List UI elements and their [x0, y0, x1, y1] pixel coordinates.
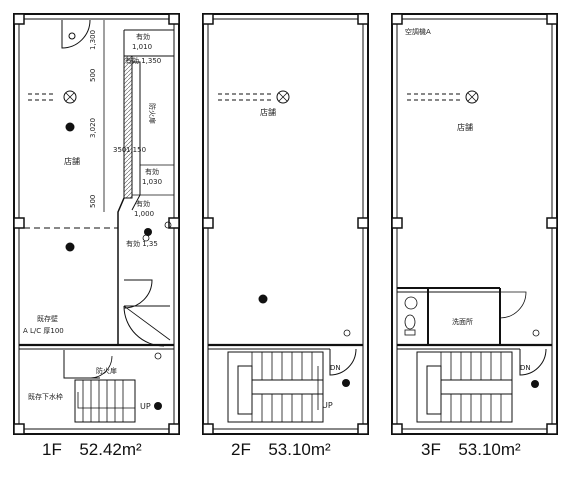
floor-3f-area: 53.10 — [458, 440, 520, 459]
floor-3f-caption: 3F 53.10 — [421, 440, 521, 464]
floor-3f-name: 3F — [421, 440, 441, 459]
floor-1f-plan — [13, 13, 180, 435]
label-1f-eff-3-val: 1,030 — [142, 178, 162, 186]
floor-3f-dots — [531, 380, 539, 388]
floor-2f-area: 53.10 — [268, 440, 330, 459]
label-1f-dim-4: 350 — [113, 146, 126, 154]
label-1f-dim-2: 500 — [89, 69, 97, 82]
floor-2f-dots — [258, 294, 350, 387]
floor-1f-labels: 店舗 防火扉 既存壁 A L/C 厚100 既存下水枠 防火扉 有効 1,010… — [23, 30, 162, 411]
floor-1f-dots — [65, 122, 162, 410]
floor-2f-labels: 店舗 DN UP — [260, 107, 341, 410]
label-1f-dim-5: 1,150 — [126, 146, 146, 154]
label-1f-fire-door-2: 防火扉 — [96, 366, 117, 375]
label-1f-eff-1: 有効 — [136, 32, 150, 41]
label-1f-alc: A L/C 厚100 — [23, 327, 64, 335]
label-3f-kitchen: 洗面所 — [452, 317, 473, 326]
label-1f-eff-5: 有効 1,35 — [126, 239, 158, 248]
label-1f-eff-3: 有効 — [145, 167, 159, 176]
label-2f-room: 店舗 — [260, 107, 276, 117]
floor-2f-plan — [202, 13, 369, 435]
label-1f-existing-wall: 既存壁 — [37, 314, 58, 323]
floor-1f-area: 52.42 — [79, 440, 141, 459]
label-1f-dim-3: 3,020 — [89, 118, 97, 138]
label-1f-eff-1-val: 1,010 — [132, 43, 152, 51]
label-1f-dim-1: 1,300 — [89, 30, 97, 50]
floor-2f-name: 2F — [231, 440, 251, 459]
label-1f-eff-2: 有効 1,350 — [125, 56, 161, 65]
label-3f-room: 店舗 — [457, 122, 473, 132]
label-1f-dim-6: 500 — [89, 195, 97, 208]
label-1f-room: 店舗 — [64, 156, 80, 166]
label-1f-up: UP — [140, 402, 151, 411]
floor-3f-plan — [391, 13, 558, 435]
label-2f-dn: DN — [330, 364, 341, 372]
label-3f-dn: DN — [520, 364, 531, 372]
floor-1f-caption: 1F 52.42 — [42, 440, 142, 464]
label-1f-eff-4: 有効 — [136, 199, 150, 208]
floor-1f-name: 1F — [42, 440, 62, 459]
label-1f-eff-4-val: 1,000 — [134, 210, 154, 218]
label-2f-up: UP — [322, 401, 333, 410]
label-1f-fire-door: 防火扉 — [148, 103, 157, 124]
floor-3f-labels: 空調機A 店舗 洗面所 DN — [405, 27, 531, 372]
floor-2f-caption: 2F 53.10 — [231, 440, 331, 464]
label-1f-underfloor-drain: 既存下水枠 — [28, 392, 63, 401]
label-3f-machine: 空調機A — [405, 27, 431, 36]
